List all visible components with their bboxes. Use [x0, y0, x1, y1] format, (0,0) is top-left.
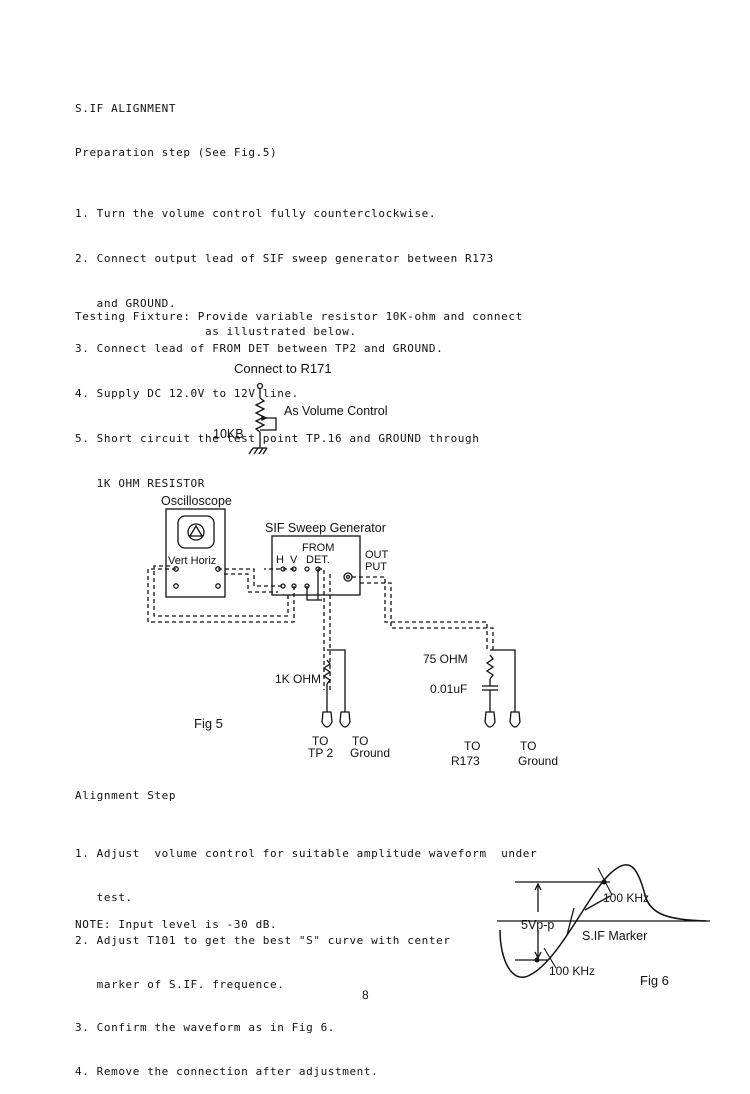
alignment-step: 3. Confirm the waveform as in Fig 6. [75, 1021, 336, 1034]
ground-lead-1 [327, 649, 346, 712]
alignment-step: marker of S.IF. frequence. [75, 977, 285, 991]
resistor-75ohm [485, 654, 495, 680]
h-label: H [276, 554, 284, 566]
alignment-step: 2. Adjust T101 to get the best "S" curve… [75, 934, 451, 947]
center-marker-label: S.IF Marker [582, 929, 647, 943]
fig5-caption: Fig 5 [194, 716, 223, 731]
amplitude-label: 5Vp-p [521, 918, 554, 932]
shielded-cables [147, 565, 494, 690]
vr-function-label: As Volume Control [284, 404, 388, 418]
wiring [306, 569, 516, 712]
prep-step: 3. Connect lead of FROM DET between TP2 … [75, 342, 444, 355]
from-det-label-1: FROM [302, 542, 334, 554]
bottom-marker-label: 100 KHz [549, 964, 595, 978]
generator-label: SIF Sweep Generator [265, 521, 386, 535]
resistor-75-label: 75 OHM [423, 652, 468, 666]
v-label: V [290, 554, 298, 566]
terminal-node [256, 382, 264, 390]
alignment-step: 4. Remove the connection after adjustmen… [75, 1064, 379, 1078]
output-label-1: OUT [365, 549, 389, 561]
resistor-1k [322, 659, 332, 685]
page-number: 8 [362, 988, 369, 1002]
oscilloscope-label: Oscilloscope [161, 494, 232, 508]
alignment-heading: Alignment Step [75, 789, 177, 802]
alignment-step: 1. Adjust volume control for suitable am… [75, 847, 538, 860]
output-label-2: PUT [365, 561, 387, 573]
resistor-10kb [254, 397, 266, 433]
prep-step: 1. Turn the volume control fully counter… [75, 207, 437, 220]
s-curve [499, 864, 707, 978]
ground-lead-2 [490, 649, 516, 712]
fixture-line-1: Testing Fixture: Provide variable resist… [75, 310, 523, 323]
capacitor-label: 0.01uF [430, 682, 467, 696]
ground-label-2: Ground [518, 754, 558, 768]
preparation-heading: Preparation step (See Fig.5) [75, 146, 278, 159]
alignment-step: test. [75, 890, 133, 904]
fig6-caption: Fig 6 [640, 973, 669, 988]
diagrams: Connect to R171 As Volume Control 10KB O… [147, 361, 710, 988]
prep-step: 2. Connect output lead of SIF sweep gene… [75, 252, 494, 265]
top-marker-label: 100 KHz [603, 891, 649, 905]
to-label-3: TO [464, 739, 480, 753]
prep-step: 4. Supply DC 12.0V to 12V line. [75, 387, 299, 400]
alignment-note: NOTE: Input level is -30 dB. [75, 918, 278, 931]
section-title: S.IF ALIGNMENT [75, 102, 177, 115]
vr-resistor-label: 10KB [213, 427, 244, 441]
wiper-lead [260, 417, 277, 431]
preparation-steps: 1. Turn the volume control fully counter… [75, 176, 494, 506]
fig6-waveform [497, 864, 710, 978]
from-det-label-2: DET. [306, 554, 330, 566]
prep-step: 1K OHM RESISTOR [75, 477, 206, 490]
to-label-2: TO [352, 734, 368, 748]
oscilloscope [165, 508, 226, 598]
prep-step: and GROUND. [75, 297, 177, 310]
to-label-4: TO [520, 739, 536, 753]
ground-label-1: Ground [350, 746, 390, 760]
prep-step: 5. Short circuit the test point TP.16 an… [75, 432, 480, 445]
vr-connect-label: Connect to R171 [234, 361, 332, 376]
probe-clips [321, 711, 521, 728]
r173-label: R173 [451, 754, 480, 768]
tp2-label: TP 2 [308, 746, 333, 760]
to-label-1: TO [312, 734, 328, 748]
volume-control-diagram [248, 382, 277, 455]
fixture-line-2: as illustrated below. [205, 325, 357, 338]
resistor-1k-label: 1K OHM [275, 672, 321, 686]
vert-horiz-label: Vert Horiz [168, 555, 216, 567]
